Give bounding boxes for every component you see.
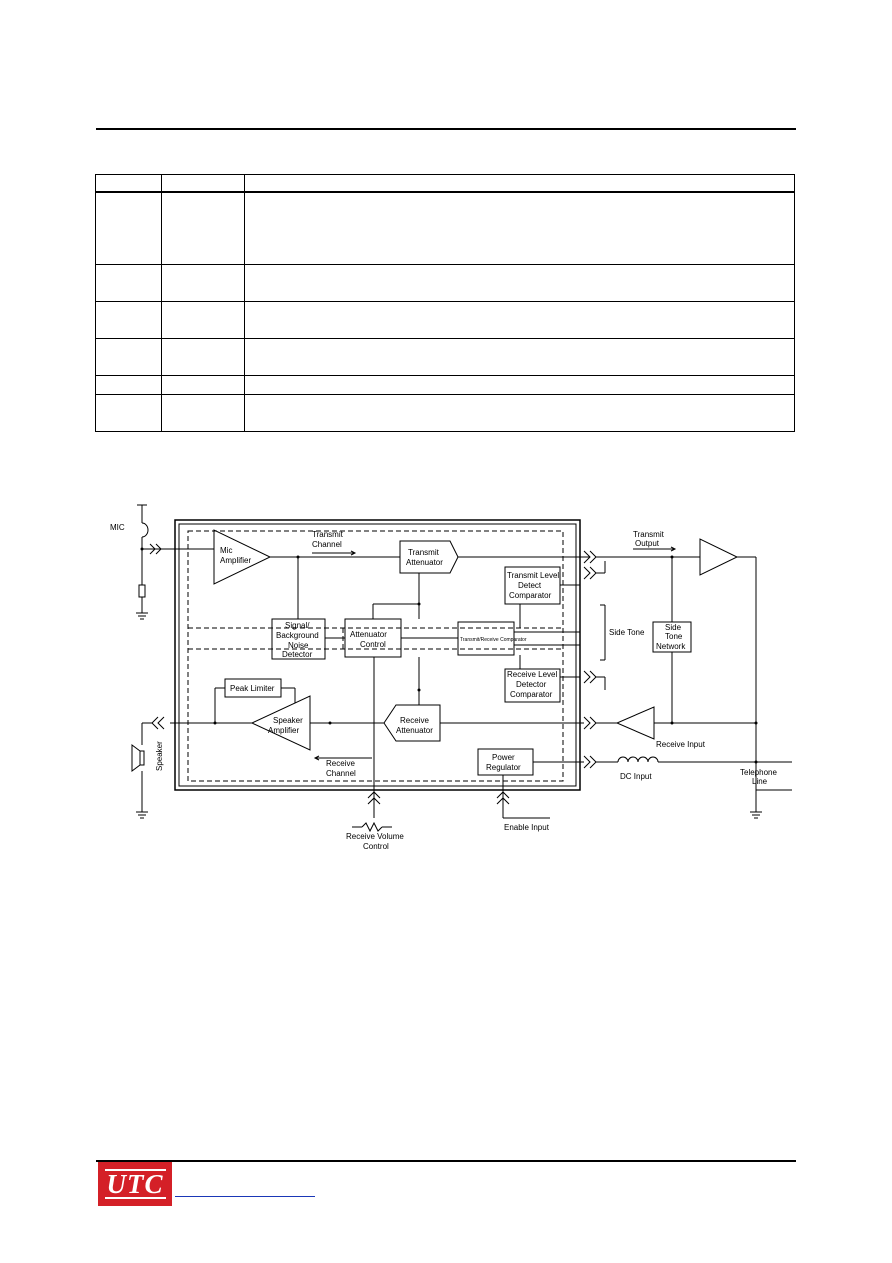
table-row xyxy=(95,263,795,302)
side-tone-network-label-3: Network xyxy=(656,642,686,651)
transmit-attenuator-label-2: Attenuator xyxy=(406,558,443,567)
telephone-line-label-1: Telephone xyxy=(740,768,777,777)
header-rule xyxy=(96,128,796,130)
header-cell-pin-no xyxy=(95,174,162,193)
tx-level-detect-label-1: Transmit Level xyxy=(507,571,559,580)
transmit-channel-label-1: Transmit xyxy=(312,530,344,539)
power-regulator-label-1: Power xyxy=(492,753,515,762)
attenuator-control-label-2: Control xyxy=(360,640,386,649)
telephone-line-label-2: Line xyxy=(752,777,768,786)
speaker-amp-label-1: Speaker xyxy=(273,716,303,725)
side-tone-label: Side Tone xyxy=(609,628,645,637)
enable-input-label: Enable Input xyxy=(504,823,550,832)
signal-bg-label-1: Signal/ xyxy=(285,621,310,630)
table-row xyxy=(95,393,795,432)
utc-logo: UTC xyxy=(98,1162,172,1206)
speaker-amp-label-2: Amplifier xyxy=(268,726,299,735)
table-row xyxy=(95,337,795,376)
receive-attenuator-label-2: Attenuator xyxy=(396,726,433,735)
table-row xyxy=(95,191,795,265)
receive-channel-label-2: Channel xyxy=(326,769,356,778)
rx-level-detect-label-2: Detector xyxy=(516,680,547,689)
rx-level-detect-label-1: Receive Level xyxy=(507,670,557,679)
side-tone-network-label-2: Tone xyxy=(665,632,683,641)
mic-label: MIC xyxy=(110,523,125,532)
mic-amp-label-1: Mic xyxy=(220,546,232,555)
receive-channel-label-1: Receive xyxy=(326,759,355,768)
receive-volume-label-1: Receive Volume xyxy=(346,832,404,841)
signal-bg-label-3: Noise xyxy=(288,641,309,650)
power-regulator-label-2: Regulator xyxy=(486,763,521,772)
attenuator-control-label-1: Attenuator xyxy=(350,630,387,639)
website-link-underline[interactable] xyxy=(175,1196,315,1197)
table-header-row xyxy=(95,174,795,193)
side-tone-network-label-1: Side xyxy=(665,623,682,632)
receive-attenuator-label-1: Receive xyxy=(400,716,429,725)
transmit-attenuator-label-1: Transmit xyxy=(408,548,440,557)
speaker-label: Speaker xyxy=(155,741,164,771)
utc-logo-text: UTC xyxy=(104,1169,166,1199)
dc-input-label: DC Input xyxy=(620,772,652,781)
footer-rule xyxy=(96,1160,796,1162)
header-cell-pin-name xyxy=(161,174,245,193)
table-row xyxy=(95,374,795,395)
tx-rx-comparator-label: Transmit/Receive Comparator xyxy=(460,637,527,643)
header-cell-description xyxy=(244,174,795,193)
transmit-output-label-2: Output xyxy=(635,539,660,548)
signal-bg-label-2: Background xyxy=(276,631,319,640)
tx-level-detect-label-2: Detect xyxy=(518,581,542,590)
transmit-output-label-1: Transmit xyxy=(633,530,665,539)
receive-input-label: Receive Input xyxy=(656,740,706,749)
transmit-channel-label-2: Channel xyxy=(312,540,342,549)
pin-description-table xyxy=(95,174,795,432)
tx-level-detect-label-3: Comparator xyxy=(509,591,552,600)
signal-bg-label-4: Detector xyxy=(282,650,313,659)
receive-volume-label-2: Control xyxy=(363,842,389,851)
block-diagram: MIC Mic Amplifier Transmit Channel Trans… xyxy=(110,504,792,851)
mic-amp-label-2: Amplifier xyxy=(220,556,251,565)
rx-level-detect-label-3: Comparator xyxy=(510,690,553,699)
peak-limiter-label: Peak Limiter xyxy=(230,684,275,693)
table-row xyxy=(95,300,795,339)
